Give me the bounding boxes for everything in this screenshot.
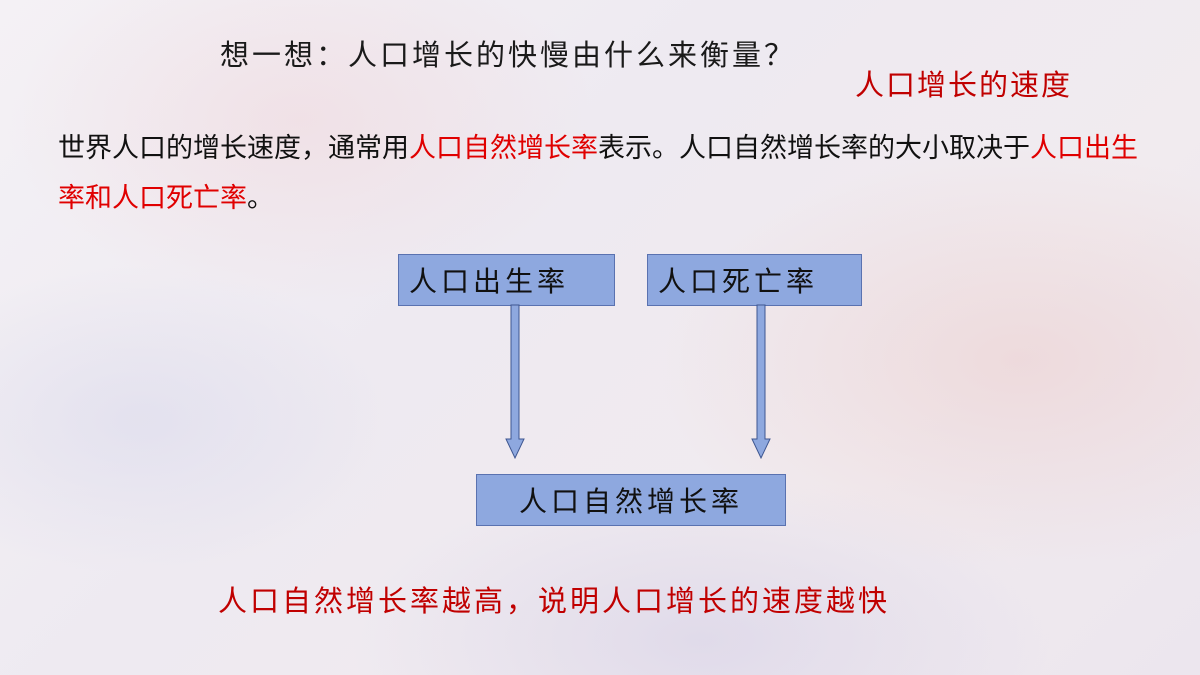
- down-arrow-death: [751, 304, 771, 460]
- down-arrow-birth: [505, 304, 525, 460]
- death-rate-box: 人口死亡率: [647, 254, 862, 306]
- question-title: 想一想：人口增长的快慢由什么来衡量？: [220, 38, 797, 72]
- paragraph-text-1: 世界人口的增长速度，通常用: [58, 133, 409, 164]
- highlight-natural-growth-rate: 人口自然增长率: [409, 133, 598, 164]
- paragraph-text-3: 。: [247, 183, 274, 214]
- paragraph-text-2: 表示。人口自然增长率的大小取决于: [598, 133, 1030, 164]
- natural-growth-rate-box: 人口自然增长率: [476, 474, 786, 526]
- highlight-birth-death-rate: 人口出生率和人口死亡率: [58, 133, 1138, 214]
- birth-rate-box: 人口出生率: [398, 254, 615, 306]
- explanation-paragraph: 世界人口的增长速度，通常用人口自然增长率表示。人口自然增长率的大小取决于人口出生…: [58, 124, 1148, 224]
- answer-text: 人口增长的速度: [855, 68, 1073, 102]
- conclusion-text: 人口自然增长率越高，说明人口增长的速度越快: [218, 584, 891, 618]
